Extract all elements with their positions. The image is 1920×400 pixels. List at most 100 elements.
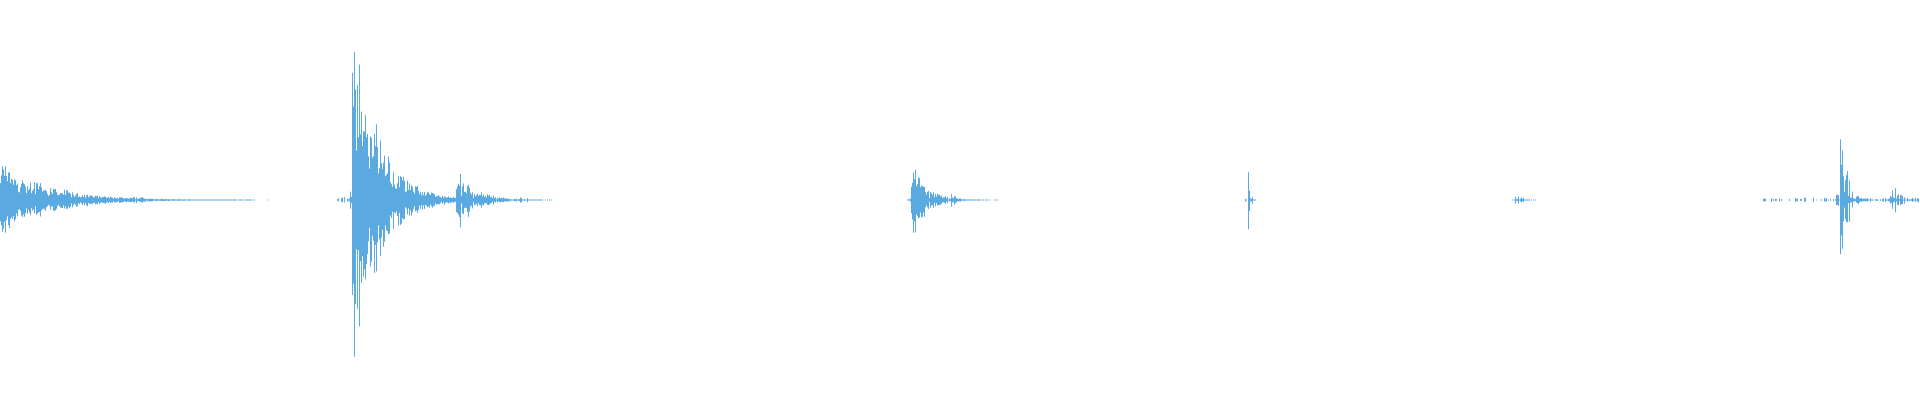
waveform-dot: [1531, 199, 1532, 201]
waveform-dot: [199, 199, 200, 201]
waveform-dot: [537, 199, 538, 201]
waveform-dot: [1906, 199, 1907, 201]
waveform-dot: [535, 199, 536, 201]
waveform-dot: [995, 199, 996, 201]
waveform-path: [0, 52, 1919, 357]
waveform-dot: [248, 199, 249, 201]
waveform-dot: [223, 199, 224, 201]
waveform-dot: [247, 199, 248, 201]
waveform-dot: [534, 199, 535, 201]
waveform-dot: [1246, 199, 1247, 201]
waveform-dot: [197, 199, 198, 201]
waveform-dot: [239, 199, 240, 201]
waveform-dot: [538, 199, 539, 201]
waveform-dot: [205, 199, 206, 201]
waveform-dot: [972, 199, 973, 201]
waveform-dot: [1871, 199, 1872, 201]
waveform-dot: [973, 199, 974, 201]
waveform-dot: [240, 199, 241, 201]
waveform-dot: [229, 199, 230, 201]
waveform-dot: [1527, 199, 1528, 201]
waveform-dot: [542, 199, 543, 201]
waveform-dot: [549, 199, 550, 201]
waveform-dot: [212, 199, 213, 201]
waveform-dot: [1253, 199, 1254, 201]
waveform-dot: [181, 199, 182, 201]
waveform-dot: [187, 199, 188, 201]
waveform-dot: [982, 199, 983, 201]
waveform-dot: [158, 199, 159, 201]
waveform-dot: [190, 199, 191, 201]
waveform-bars: [0, 52, 1919, 357]
waveform-dot: [980, 199, 981, 201]
waveform-dot: [171, 199, 172, 201]
waveform-dot: [1869, 199, 1870, 201]
waveform-dot: [512, 199, 513, 201]
waveform-dot: [540, 199, 541, 201]
waveform-dot: [528, 199, 529, 201]
waveform-dot: [513, 199, 514, 201]
waveform-dot: [228, 199, 229, 201]
waveform-dot: [207, 199, 208, 201]
waveform-dot: [191, 199, 192, 201]
waveform-dot: [1872, 199, 1873, 201]
waveform-dot: [219, 199, 220, 201]
waveform-dot: [226, 199, 227, 201]
waveform-dot: [1905, 199, 1906, 201]
waveform-dot: [221, 199, 222, 201]
waveform-dot: [523, 199, 524, 201]
waveform-dot: [530, 199, 531, 201]
waveform-dot: [1528, 199, 1529, 201]
waveform-dot: [208, 199, 209, 201]
waveform-dot: [200, 199, 201, 201]
waveform-dot: [1910, 199, 1911, 201]
waveform-dot: [531, 199, 532, 201]
waveform-dot: [232, 199, 233, 201]
waveform-dot: [1533, 199, 1534, 201]
waveform-dot: [1875, 199, 1876, 201]
waveform-dot: [206, 199, 207, 201]
waveform-dot: [241, 199, 242, 201]
waveform-dot: [1916, 199, 1917, 201]
waveform-dot: [186, 199, 187, 201]
waveform-dot: [526, 199, 527, 201]
waveform-dot: [220, 199, 221, 201]
waveform-dot: [193, 199, 194, 201]
waveform-dot: [1525, 199, 1526, 201]
waveform-dot: [1839, 199, 1840, 201]
waveform-dot: [254, 199, 255, 201]
waveform-dot: [185, 199, 186, 201]
waveform-dot: [962, 199, 963, 201]
waveform-dot: [218, 199, 219, 201]
waveform-dot: [541, 199, 542, 201]
waveform-dot: [188, 199, 189, 201]
waveform-dot: [225, 199, 226, 201]
waveform-dot: [210, 199, 211, 201]
waveform-dot: [234, 199, 235, 201]
waveform-dot: [907, 199, 908, 201]
waveform-dot: [985, 199, 986, 201]
waveform-dot: [202, 199, 203, 201]
waveform-dot: [1887, 199, 1888, 201]
waveform-dot: [511, 199, 512, 201]
waveform-dot: [230, 199, 231, 201]
waveform-dot: [1873, 199, 1874, 201]
waveform-dot: [243, 199, 244, 201]
waveform-dot: [211, 199, 212, 201]
waveform-dot: [987, 199, 988, 201]
waveform-dot: [1524, 199, 1525, 201]
waveform-dot: [227, 199, 228, 201]
waveform-dot: [968, 199, 969, 201]
waveform-dot: [268, 199, 269, 201]
waveform-dot: [1254, 199, 1255, 201]
waveform-dot: [203, 199, 204, 201]
waveform-dot: [517, 199, 518, 201]
waveform-dot: [994, 199, 995, 201]
waveform-dot: [971, 199, 972, 201]
waveform-dot: [551, 199, 552, 201]
waveform-dot: [198, 199, 199, 201]
waveform-dot: [224, 199, 225, 201]
waveform-dot: [250, 199, 251, 201]
